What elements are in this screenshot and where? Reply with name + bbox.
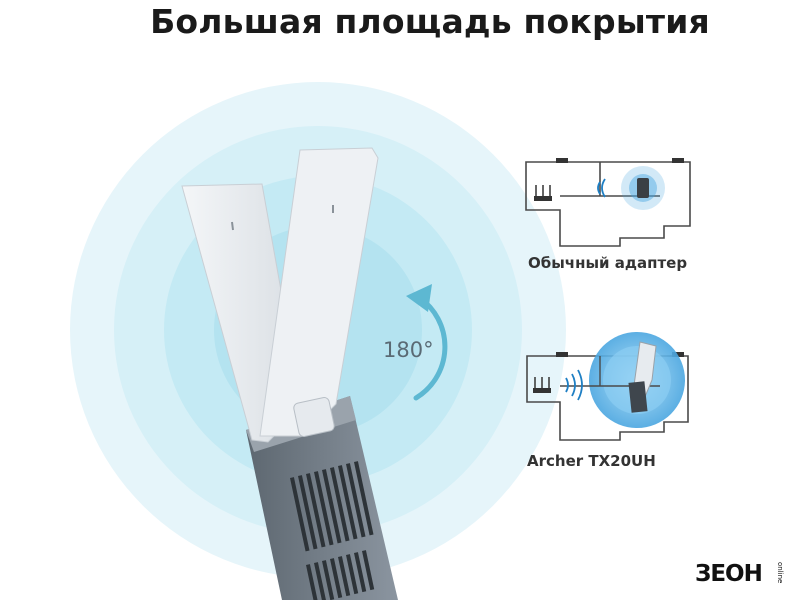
watermark-logo: ЗЕОН bbox=[695, 561, 763, 587]
floorplan-archer bbox=[526, 332, 689, 441]
router-icon bbox=[533, 377, 551, 393]
caption-regular-adapter: Обычный адаптер bbox=[528, 254, 688, 272]
wifi-signal-icon bbox=[565, 369, 583, 401]
router-icon bbox=[534, 185, 552, 201]
page-title: Большая площадь покрытия bbox=[150, 2, 710, 41]
floorplan-regular bbox=[525, 158, 691, 247]
wifi-signal-icon bbox=[597, 178, 606, 198]
watermark-sub: online bbox=[776, 562, 784, 584]
caption-archer-adapter: Archer TX20UH bbox=[527, 452, 656, 470]
archer-adapter-icon bbox=[628, 341, 657, 413]
antennas bbox=[181, 147, 379, 443]
rotation-label: 180° bbox=[383, 338, 434, 362]
rotation-arrow-icon bbox=[406, 284, 448, 401]
